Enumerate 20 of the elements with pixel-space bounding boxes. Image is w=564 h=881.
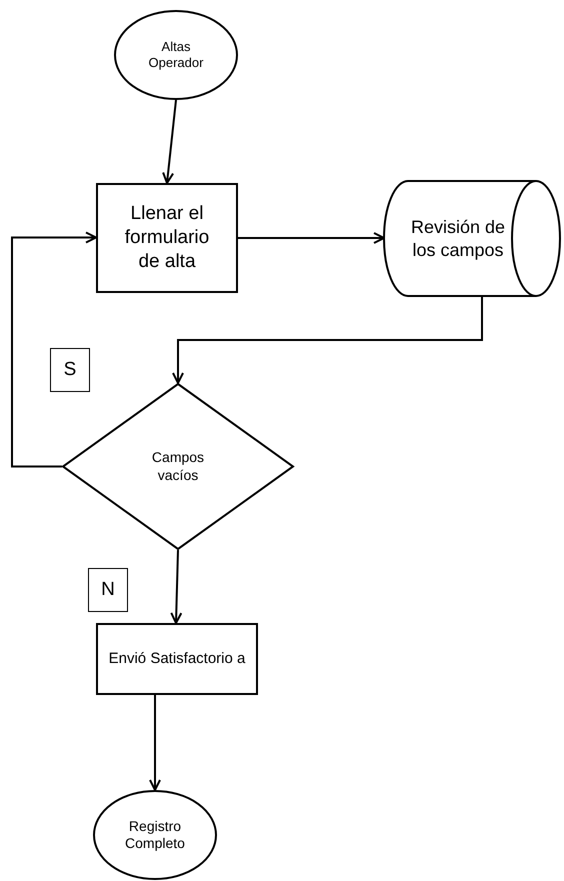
arrow <box>162 100 177 184</box>
process-box <box>96 623 258 695</box>
arrow <box>149 695 161 791</box>
process-box <box>96 183 238 293</box>
terminal-ellipse <box>93 790 217 880</box>
node-label: Envió Satisfactorio a <box>108 648 246 669</box>
node-label: Altas Operador <box>148 38 204 72</box>
node-label: Registro Completo <box>124 816 186 853</box>
edge-label: N <box>88 568 128 612</box>
node-label: Campos vacíos <box>150 448 206 484</box>
arrow <box>11 232 97 468</box>
terminal-ellipse <box>114 10 238 100</box>
arrow <box>170 550 182 624</box>
node-label: Llenar el formulario de alta <box>124 202 210 274</box>
decision-diamond <box>62 383 294 550</box>
arrow <box>172 297 483 384</box>
arrow <box>238 232 385 244</box>
node-label: Revisión de los campos <box>410 216 506 262</box>
edge-label: S <box>50 348 90 392</box>
storage-drum <box>384 180 560 297</box>
